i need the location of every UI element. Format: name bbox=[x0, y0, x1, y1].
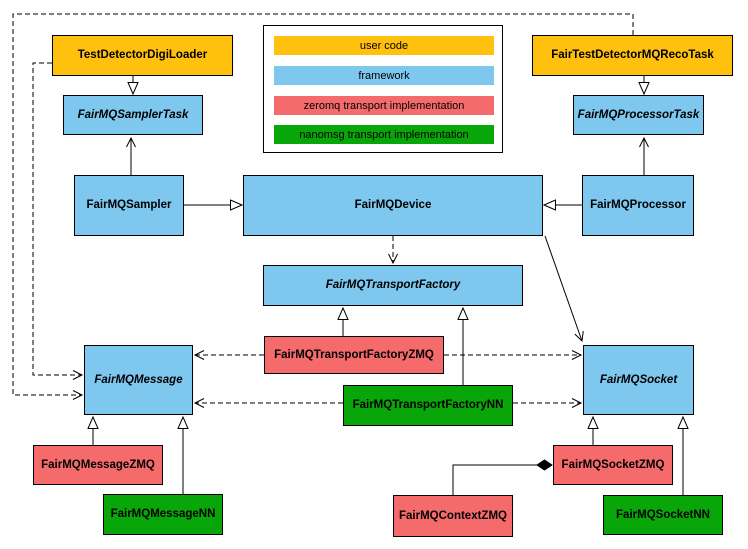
node-label: FairMQContextZMQ bbox=[399, 509, 507, 522]
node-label: FairMQProcessor bbox=[590, 199, 686, 212]
node-fairmqmessagenn: FairMQMessageNN bbox=[103, 494, 223, 535]
node-fairmqprocessor: FairMQProcessor bbox=[582, 175, 694, 236]
node-fairmqdevice: FairMQDevice bbox=[243, 175, 543, 236]
node-label: FairMQSampler bbox=[86, 199, 172, 212]
node-label: FairMQMessageNN bbox=[110, 508, 216, 521]
node-label: FairMQTransportFactoryZMQ bbox=[274, 348, 434, 361]
node-fairmqprocessortask: FairMQProcessorTask bbox=[573, 95, 704, 135]
legend-label: zeromq transport implementation bbox=[303, 99, 465, 112]
node-fairmqtransportfactory: FairMQTransportFactory bbox=[263, 265, 523, 306]
node-label: FairMQSocketNN bbox=[616, 508, 710, 521]
node-fairmqsocketzmq: FairMQSocketZMQ bbox=[553, 445, 673, 485]
node-label: FairMQSocket bbox=[599, 373, 678, 386]
edge-contextzmq-socketzmq-composition bbox=[452, 465, 552, 495]
edge-digiloader-message-dependency bbox=[32, 62, 84, 380]
edge-device-socket-association bbox=[544, 235, 584, 343]
edge-recotask-message-dependency bbox=[12, 13, 634, 400]
node-testdetectordigiloader: TestDetectorDigiLoader bbox=[52, 35, 233, 76]
node-fairmqtransportfactorynn: FairMQTransportFactoryNN bbox=[343, 385, 513, 426]
legend-label: user code bbox=[359, 39, 409, 52]
node-label: TestDetectorDigiLoader bbox=[77, 49, 208, 62]
node-fairmqmessage: FairMQMessage bbox=[84, 345, 193, 415]
node-label: FairMQSamplerTask bbox=[77, 108, 189, 121]
legend-item-zeromq: zeromq transport implementation bbox=[274, 96, 494, 115]
node-label: FairMQProcessorTask bbox=[577, 108, 700, 121]
node-label: FairMQTransportFactoryNN bbox=[352, 399, 504, 412]
node-label: FairMQDevice bbox=[354, 199, 432, 212]
legend-box: user code framework zeromq transport imp… bbox=[263, 25, 503, 153]
node-fairmqsocket: FairMQSocket bbox=[583, 345, 694, 415]
node-fairmqtransportfactoryzmq: FairMQTransportFactoryZMQ bbox=[264, 336, 444, 374]
node-fairmqsampler: FairMQSampler bbox=[74, 175, 184, 236]
node-label: FairMQSocketZMQ bbox=[561, 458, 665, 471]
node-label: FairMQMessage bbox=[94, 373, 183, 386]
legend-item-user-code: user code bbox=[274, 36, 494, 55]
legend-item-nanomsg: nanomsg transport implementation bbox=[274, 125, 494, 144]
node-fairmqmessagezmq: FairMQMessageZMQ bbox=[33, 445, 163, 485]
node-label: FairTestDetectorMQRecoTask bbox=[551, 49, 714, 62]
legend-label: nanomsg transport implementation bbox=[299, 128, 469, 141]
legend-label: framework bbox=[358, 69, 410, 82]
legend-item-framework: framework bbox=[274, 66, 494, 85]
node-fairmqsocketnn: FairMQSocketNN bbox=[603, 495, 723, 535]
node-fairtestdetectormqrecotask: FairTestDetectorMQRecoTask bbox=[532, 35, 733, 76]
node-fairmqcontextzmq: FairMQContextZMQ bbox=[393, 495, 513, 537]
node-label: FairMQMessageZMQ bbox=[41, 458, 155, 471]
node-fairmqsamplertask: FairMQSamplerTask bbox=[63, 95, 203, 135]
node-label: FairMQTransportFactory bbox=[325, 279, 461, 292]
